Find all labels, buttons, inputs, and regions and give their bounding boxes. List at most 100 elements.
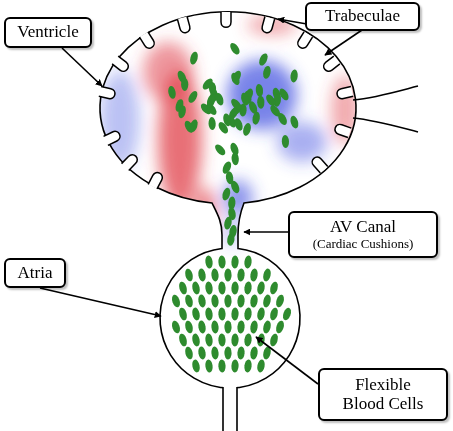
blood-cell — [218, 359, 226, 372]
blood-cell — [269, 307, 279, 321]
blood-cell — [205, 255, 214, 269]
blood-cell — [231, 255, 239, 268]
blood-cell — [289, 115, 300, 130]
blood-cell — [231, 333, 239, 346]
blood-cell — [191, 359, 201, 373]
blood-cell — [191, 333, 201, 347]
blood-cell — [205, 307, 214, 321]
trabeculae-group — [99, 12, 353, 189]
blood-cell — [249, 294, 258, 308]
flow-blue — [100, 70, 140, 170]
trabecula — [139, 32, 154, 48]
leader-arrow — [244, 231, 289, 233]
blood-cell — [237, 294, 245, 307]
blood-cell — [256, 359, 266, 373]
blood-cell — [237, 346, 245, 359]
trabecula — [104, 131, 120, 145]
leader-arrow — [325, 30, 362, 55]
blood-cell — [184, 346, 194, 360]
part-label-box: AV Canal(Cardiac Cushions) — [288, 211, 438, 258]
blood-cell — [213, 143, 227, 157]
heart-fill — [100, 12, 356, 388]
outlet-fill — [223, 386, 237, 431]
blood-cell — [184, 268, 194, 282]
blood-cell — [224, 294, 231, 307]
blood-cell — [257, 96, 265, 109]
blood-cell — [218, 255, 226, 268]
blood-cell — [181, 78, 188, 91]
blood-cell — [221, 187, 232, 202]
blood-cell — [208, 82, 216, 96]
blood-cell — [262, 65, 272, 79]
trabecula — [324, 56, 340, 71]
blood-cell — [170, 294, 181, 309]
blood-cell — [249, 320, 258, 334]
blood-cell — [229, 97, 243, 112]
blood-cell — [281, 135, 289, 148]
blood-cell — [249, 268, 258, 282]
blood-cell — [242, 122, 253, 137]
blood-cell — [275, 294, 286, 309]
blood-cell — [281, 307, 292, 322]
blood-cell — [170, 320, 181, 335]
blood-cell — [218, 307, 226, 320]
blood-cell — [205, 94, 216, 109]
blood-cell — [191, 281, 201, 295]
blood-cell — [262, 320, 272, 334]
blood-cell — [244, 281, 253, 295]
blood-cell — [244, 255, 253, 269]
trabecula — [148, 173, 162, 189]
trabecula — [337, 86, 353, 98]
blood-cell — [224, 320, 231, 333]
blood-cell — [208, 117, 216, 130]
heart-wall — [100, 12, 356, 388]
blood-cell — [211, 320, 219, 334]
trabecula — [99, 86, 115, 98]
blood-cell — [275, 320, 286, 335]
flow-red — [143, 42, 193, 102]
blood-cell — [231, 359, 239, 372]
blood-cell — [211, 294, 219, 308]
blood-cell — [237, 320, 245, 333]
blood-cell — [178, 281, 189, 296]
blood-cell — [249, 346, 258, 360]
blood-cell — [218, 333, 226, 346]
blood-cell — [187, 89, 200, 104]
blood-cell — [189, 51, 199, 65]
blood-cell — [178, 307, 189, 322]
blood-cell — [197, 294, 206, 308]
part-label-box: Atria — [4, 258, 66, 288]
trabecula — [298, 32, 313, 48]
flow-red — [331, 75, 359, 145]
blood-cell — [221, 160, 233, 175]
trabecula — [112, 56, 128, 71]
blood-cell — [244, 359, 253, 373]
blood-cell — [211, 346, 219, 360]
blood-cell — [205, 333, 214, 347]
inflow-tract — [223, 387, 237, 431]
blood-cell — [290, 69, 299, 83]
part-label: AV Canal — [330, 218, 396, 237]
blood-cell — [222, 113, 232, 127]
blood-cell — [262, 294, 272, 308]
part-label-box: Flexible Blood Cells — [318, 368, 448, 421]
blood-cell — [244, 333, 253, 347]
blood-cell — [255, 84, 264, 98]
trabecula — [221, 12, 231, 27]
blood-cell — [256, 307, 266, 321]
outflow-tract — [353, 118, 418, 132]
blood-cell — [240, 92, 250, 106]
trabecula — [122, 155, 138, 171]
blood-cell — [228, 196, 236, 210]
blood-cell — [224, 346, 231, 359]
blood-cell — [244, 307, 253, 321]
blood-cell — [197, 346, 206, 360]
blood-cell — [257, 52, 269, 67]
leader-arrow — [62, 48, 102, 86]
blood-cell — [205, 281, 214, 295]
part-label-box: Ventricle — [4, 17, 92, 48]
blood-cell — [224, 268, 231, 281]
blood-cell — [276, 112, 288, 127]
flow-blue — [277, 122, 327, 162]
blood-cell — [269, 281, 279, 295]
